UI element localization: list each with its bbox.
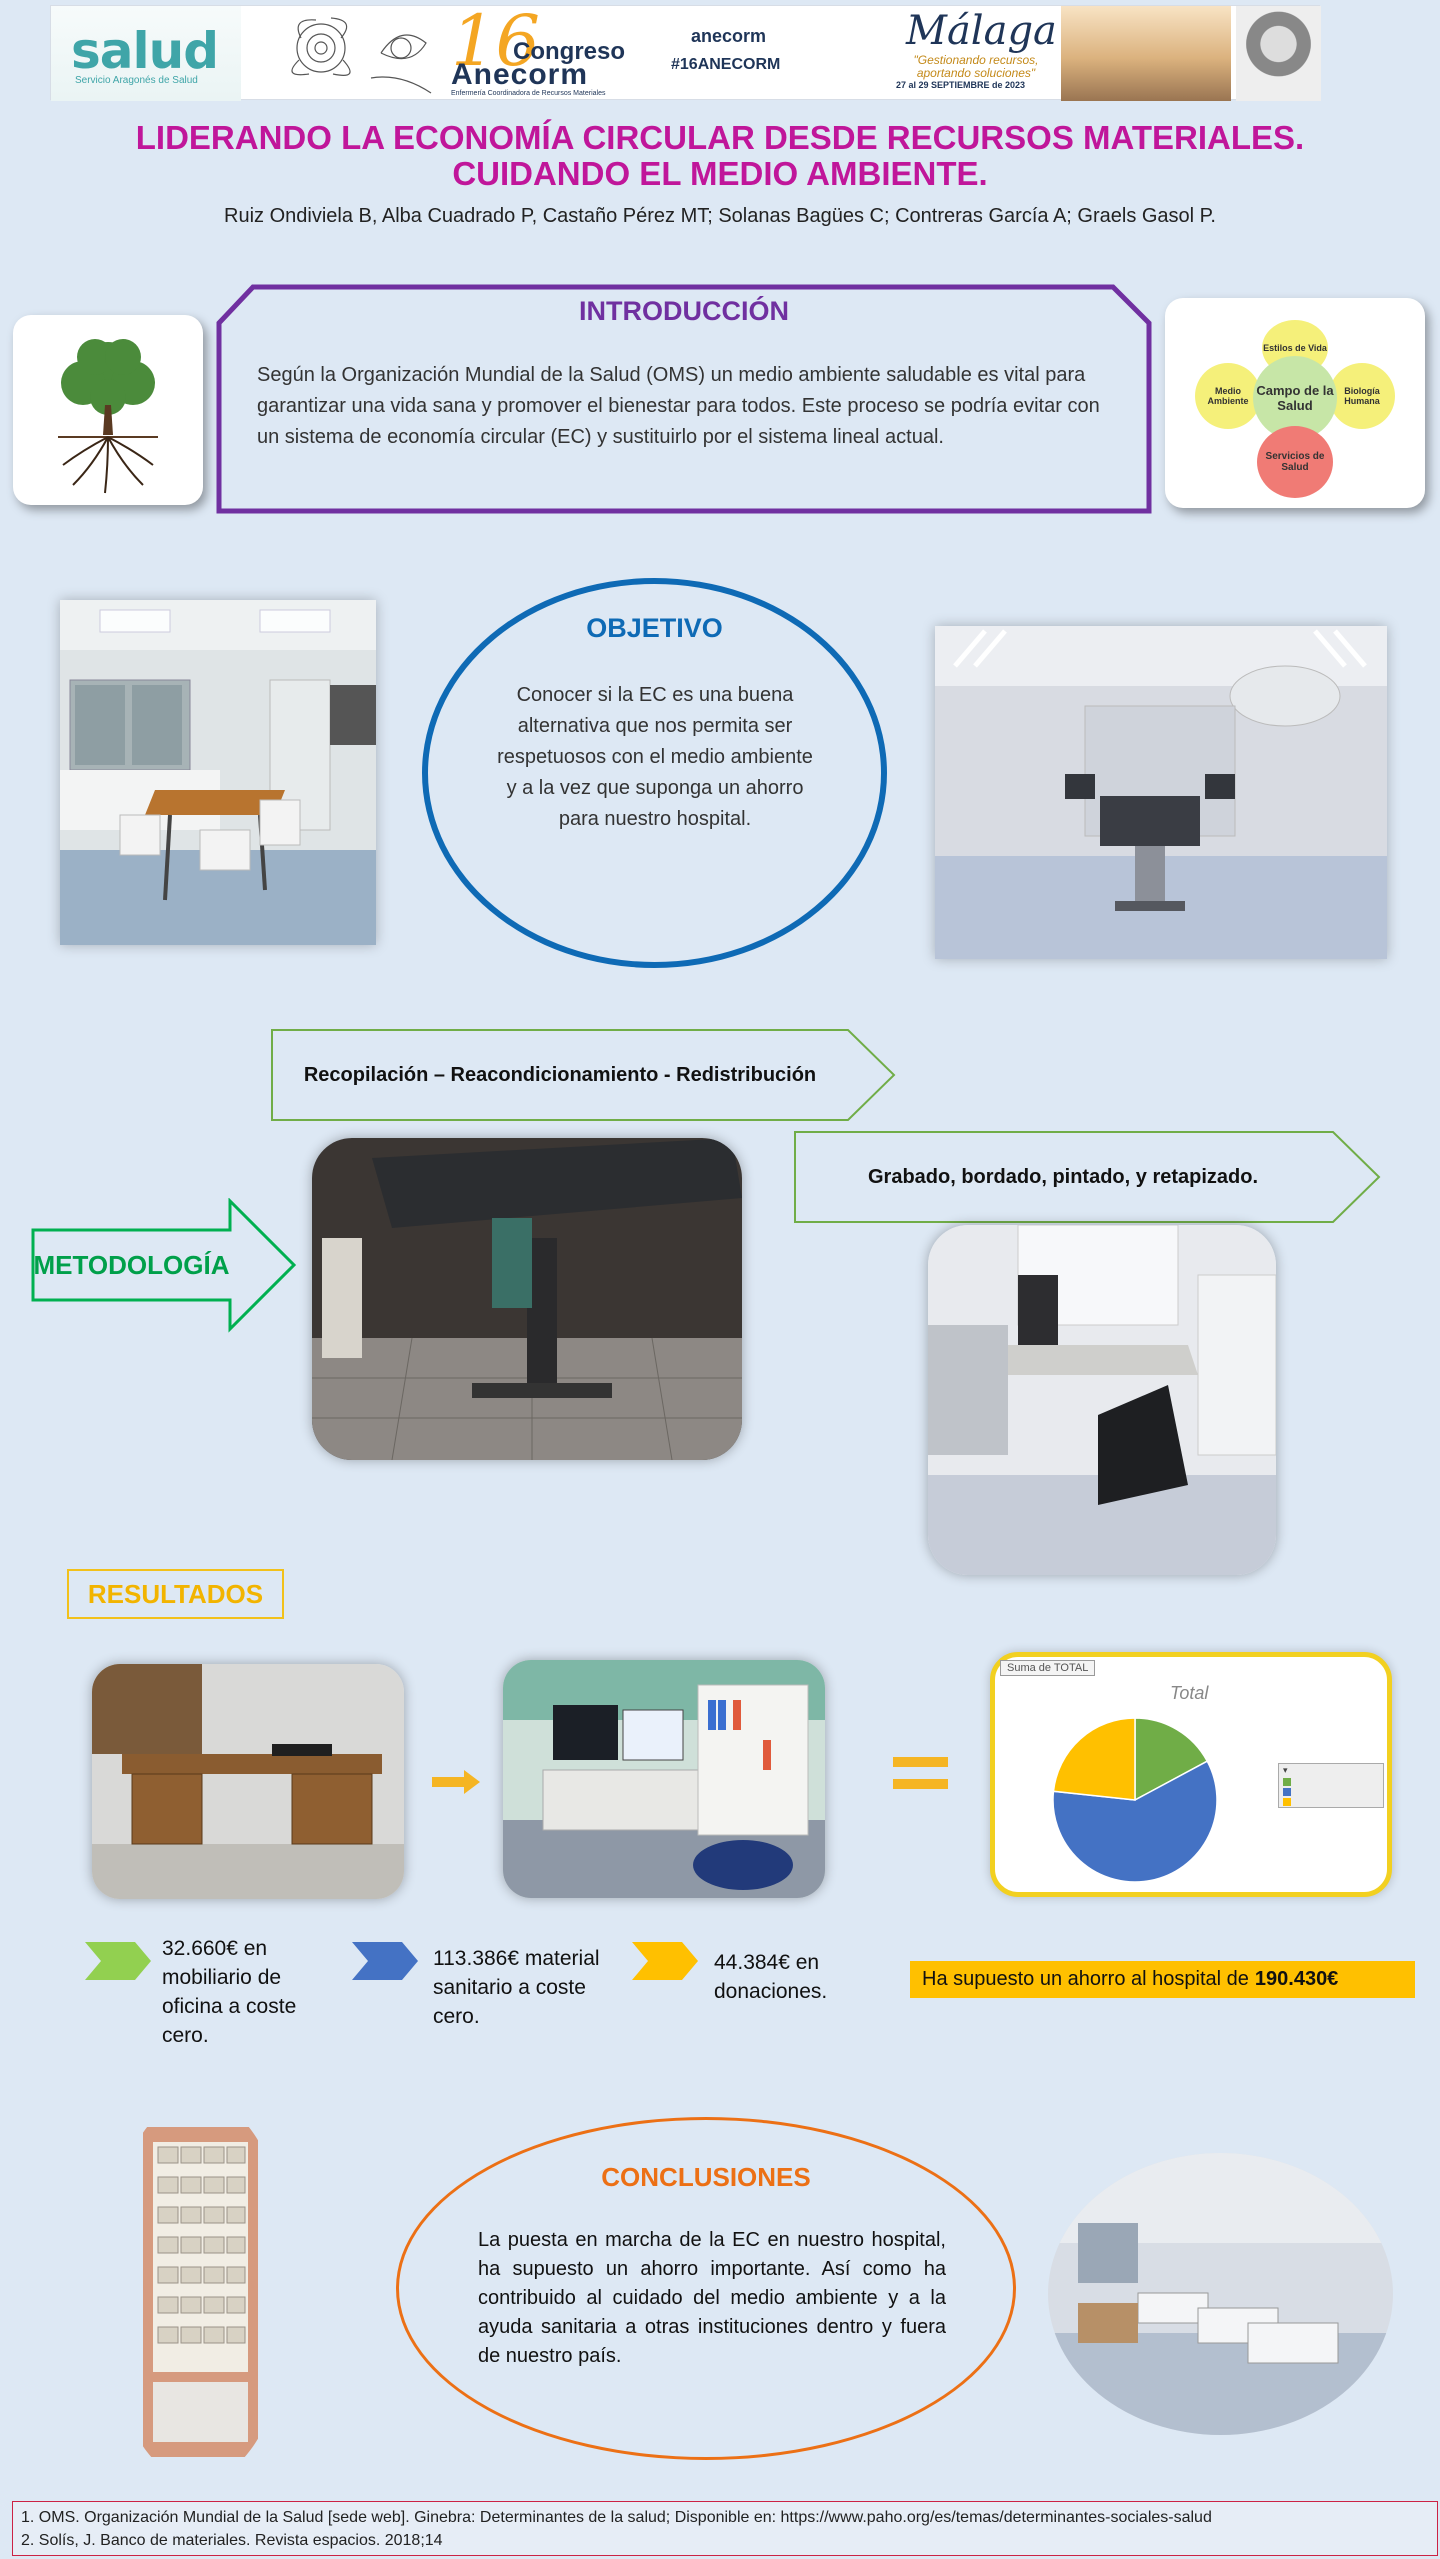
new-desk-photo <box>503 1660 825 1898</box>
venn-bottom: Servicios de Salud <box>1257 426 1333 498</box>
congress-label: Congreso <box>513 38 626 65</box>
chart-field-tag: Suma de TOTAL <box>1000 1660 1096 1676</box>
city-name: Málaga <box>906 8 1057 54</box>
venn-bottom-label: Servicios de Salud <box>1265 451 1325 473</box>
objective-title: OBJETIVO <box>586 613 723 643</box>
cabinet-photo <box>103 2097 293 2482</box>
reference-2: 2. Solís, J. Banco de materiales. Revist… <box>21 2532 443 2549</box>
hospital-room-photo <box>1048 2153 1393 2435</box>
intro-frame <box>216 284 1152 514</box>
anecorm-subtitle: Enfermería Coordinadora de Recursos Mate… <box>451 90 606 97</box>
chevron-yellow-icon <box>632 1942 698 1980</box>
table-after-photo <box>928 1225 1276 1575</box>
step2-label: Grabado, bordado, pintado, y retapizado. <box>867 1165 1259 1188</box>
page-title: LIDERANDO LA ECONOMÍA CIRCULAR DESDE REC… <box>60 120 1380 192</box>
methodology-arrow <box>31 1198 297 1333</box>
salud-logo: salud Servicio Aragonés de Salud <box>51 6 241 101</box>
equals-sign <box>893 1757 948 1793</box>
legend-item-blue <box>1279 1787 1383 1797</box>
saving-prefix: Ha supuesto un ahorro al hospital de <box>922 1968 1249 1990</box>
intro-text: Según la Organización Mundial de la Salu… <box>257 364 1100 448</box>
objective-ellipse <box>422 578 887 968</box>
conclusions-ellipse <box>396 2117 1016 2460</box>
meeting-room-photo <box>60 600 376 945</box>
tree-icon <box>58 339 158 494</box>
chart-title: Total <box>1170 1683 1209 1703</box>
intro-title: INTRODUCCIÓN <box>579 296 789 326</box>
reference-1: 1. OMS. Organización Mundial de la Salud… <box>21 2509 1212 2526</box>
methodology-label: METODOLOGÍA <box>33 1249 230 1280</box>
salud-logo-subtitle: Servicio Aragonés de Salud <box>75 75 198 86</box>
pie-slice-yellow <box>1052 1717 1136 1801</box>
result-item-2: 113.386€ material sanitario a coste cero… <box>433 1947 600 2028</box>
flower-illustration <box>291 17 432 94</box>
objective-text: Conocer si la EC es una buena alternativ… <box>497 684 813 830</box>
references: 1. OMS. Organización Mundial de la Salud… <box>12 2501 1438 2556</box>
venn-right-label: Biología Humana <box>1344 386 1380 406</box>
pie-chart <box>1052 1717 1218 1883</box>
hashtag: #16ANECORM <box>671 56 781 73</box>
chevron-green-icon <box>85 1942 151 1980</box>
congress-number: 16 <box>451 0 541 82</box>
health-field-diagram: Estilos de Vida Medio Ambiente Biología … <box>1165 298 1425 508</box>
congress-dates: 27 al 29 SEPTIEMBRE de 2023 <box>896 80 1026 90</box>
pie-slice-blue <box>1052 1760 1218 1883</box>
legend-item-green <box>1279 1777 1383 1787</box>
salud-logo-text: salud <box>71 22 219 80</box>
venn-left-label: Medio Ambiente <box>1207 386 1249 406</box>
results-title: RESULTADOS <box>67 1569 284 1619</box>
arrow-right-icon <box>432 1770 480 1794</box>
tree-image <box>13 315 203 505</box>
congress-quote: "Gestionando recursos, aportando solucio… <box>913 53 1039 80</box>
conclusions-title: CONCLUSIONES <box>601 2162 811 2192</box>
portrait-photo <box>1236 6 1321 101</box>
header-banner: salud Servicio Aragonés de Salud 16 Cong… <box>50 0 1321 101</box>
table-before-photo <box>312 1138 742 1460</box>
pie-slice-green <box>1134 1717 1209 1802</box>
old-desk-photo <box>92 1664 404 1899</box>
chevron-blue-icon <box>352 1942 418 1980</box>
operating-room-photo <box>935 626 1387 959</box>
title-line-1: LIDERANDO LA ECONOMÍA CIRCULAR DESDE REC… <box>135 119 1305 156</box>
title-line-2: CUIDANDO EL MEDIO AMBIENTE. <box>452 155 988 192</box>
venn-top-label: Estilos de Vida <box>1263 343 1327 353</box>
saving-value: 190.430€ <box>1254 1968 1339 1990</box>
chart-legend: ▾ <box>1278 1763 1384 1808</box>
result-item-3: 44.384€ en donaciones. <box>714 1951 828 2003</box>
legend-item-yellow <box>1279 1797 1383 1807</box>
step1-label: Recopilación – Reacondicionamiento - Red… <box>303 1063 817 1086</box>
conclusions-text: La puesta en marcha de la EC en nuestro … <box>478 2229 946 2367</box>
venn-left: Medio Ambiente <box>1195 363 1261 429</box>
authors: Ruiz Ondiviela B, Alba Cuadrado P, Casta… <box>224 205 1216 227</box>
step1-arrow <box>271 1029 896 1121</box>
step2-arrow <box>794 1131 1381 1223</box>
venn-right: Biología Humana <box>1329 363 1395 429</box>
cathedral-photo <box>1061 6 1231 101</box>
anecorm-logo: anecorm <box>691 26 767 46</box>
result-item-1: 32.660€ en mobiliario de oficina a coste… <box>162 1937 297 2047</box>
anecorm-title: Anecorm <box>451 58 589 91</box>
total-saving-banner: Ha supuesto un ahorro al hospital de 190… <box>910 1961 1415 1998</box>
legend-header: ▾ <box>1283 1765 1288 1775</box>
venn-center-label: Campo de la Salud <box>1256 383 1334 413</box>
